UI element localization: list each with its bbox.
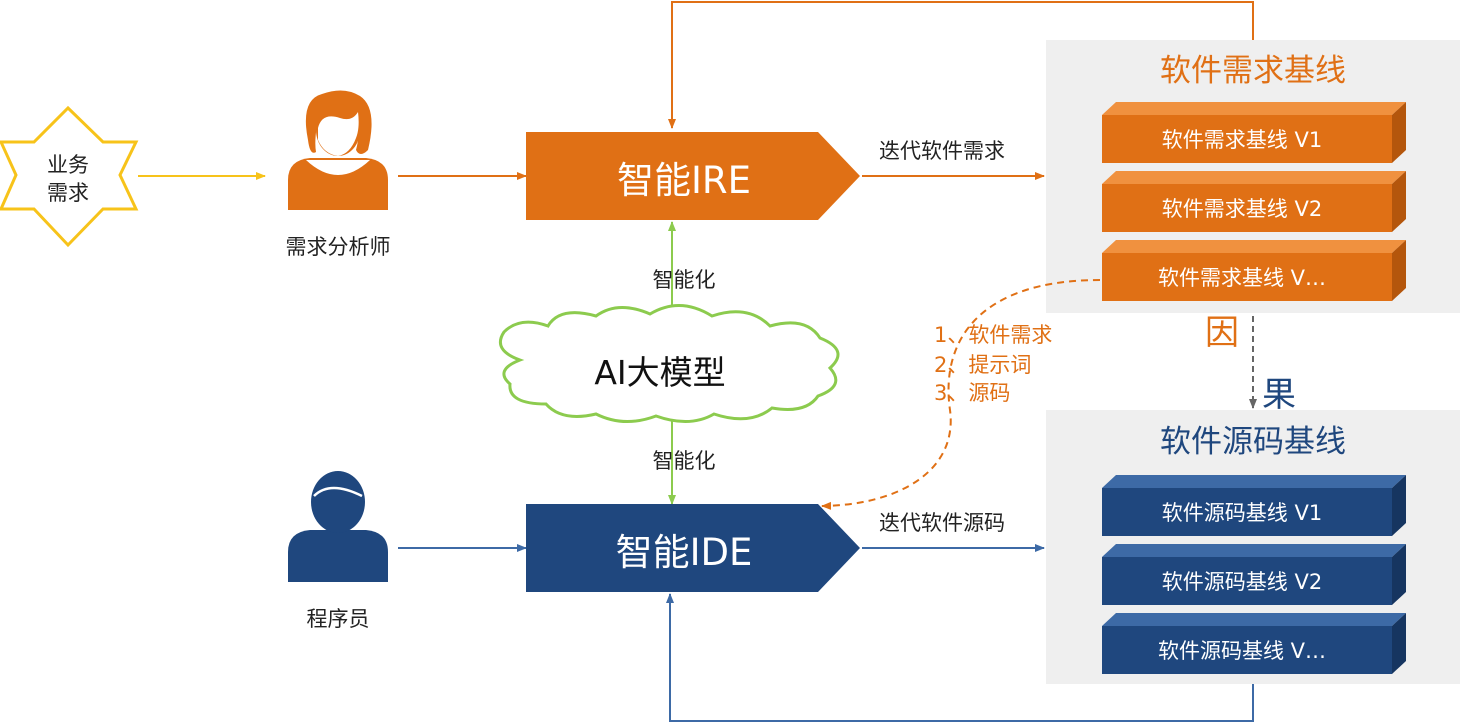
src-feedback-loop xyxy=(666,593,1254,722)
req-baseline-item[interactable]: 软件需求基线 V1 xyxy=(1102,102,1406,163)
ire-box[interactable] xyxy=(526,132,860,220)
req-baseline-item[interactable]: 软件需求基线 V2 xyxy=(1102,171,1406,232)
business-label-2: 需求 xyxy=(47,181,89,205)
cloud-icon xyxy=(499,304,840,423)
input-item-2: 2、提示词 xyxy=(934,353,1031,377)
business-label-1: 业务 xyxy=(47,153,89,177)
req-baseline-item-label: 软件需求基线 V1 xyxy=(1162,128,1322,152)
programmer-label: 程序员 xyxy=(307,607,370,631)
smart-label-top: 智能化 xyxy=(653,268,716,292)
src-baseline-item[interactable]: 软件源码基线 V2 xyxy=(1102,544,1406,605)
iterate-req-label: 迭代软件需求 xyxy=(879,139,1005,163)
req-baseline-item[interactable]: 软件需求基线 V… xyxy=(1102,240,1406,301)
ide-box[interactable] xyxy=(526,504,860,592)
input-item-1: 1、软件需求 xyxy=(934,323,1052,347)
req-baseline-item-label: 软件需求基线 V2 xyxy=(1162,197,1322,221)
src-baseline-title: 软件源码基线 xyxy=(1160,424,1346,460)
smart-label-bottom: 智能化 xyxy=(653,449,716,473)
ai-model-label: AI大模型 xyxy=(594,353,725,392)
ire-label: 智能IRE xyxy=(617,159,751,202)
programmer-person-icon xyxy=(288,471,388,582)
input-item-3: 3、源码 xyxy=(934,381,1010,405)
dashed-input-curve xyxy=(821,279,1101,510)
src-baseline-item[interactable]: 软件源码基线 V… xyxy=(1102,613,1406,674)
business-star-shape xyxy=(0,105,139,248)
src-baseline-item-label: 软件源码基线 V… xyxy=(1158,639,1326,663)
iterate-src-label: 迭代软件源码 xyxy=(879,511,1005,535)
analyst-person-icon xyxy=(288,90,388,210)
cause-label: 因 xyxy=(1205,313,1239,353)
req-baseline-title: 软件需求基线 xyxy=(1160,53,1346,89)
ide-label: 智能IDE xyxy=(616,531,753,574)
req-feedback-loop xyxy=(668,1,1254,129)
effect-label: 果 xyxy=(1262,375,1296,415)
src-baseline-item-label: 软件源码基线 V2 xyxy=(1162,570,1322,594)
req-baseline-item-label: 软件需求基线 V… xyxy=(1158,266,1326,290)
analyst-label: 需求分析师 xyxy=(286,235,391,259)
src-baseline-item-label: 软件源码基线 V1 xyxy=(1162,501,1322,525)
src-baseline-item[interactable]: 软件源码基线 V1 xyxy=(1102,475,1406,536)
